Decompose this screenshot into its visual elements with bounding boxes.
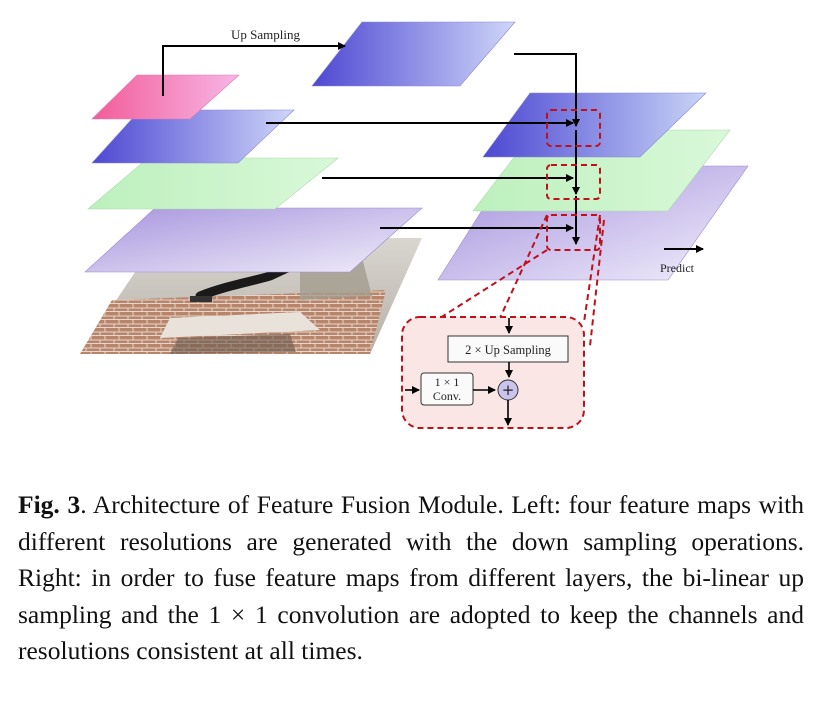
figure-label: Fig. 3 xyxy=(18,490,81,519)
conv-label-line1: 1 × 1 xyxy=(435,375,460,389)
feature-map-left-pink xyxy=(91,74,240,120)
conv-label-line2: Conv. xyxy=(433,389,461,403)
fusion-region-boxes xyxy=(546,109,601,251)
feature-map-left-lavender xyxy=(84,207,423,273)
feature-map-right-blue xyxy=(482,92,707,158)
feature-fusion-diagram: Up Sampling Predict 2 × Up Sampling 1 × … xyxy=(80,21,749,429)
fusion-detail-panel xyxy=(401,316,585,429)
feature-map-upsampled-top xyxy=(311,21,516,87)
up-sampling-down-arrow xyxy=(514,53,580,127)
predict-label: Predict xyxy=(660,261,695,275)
feature-map-left-green xyxy=(87,157,339,210)
feature-map-left-blue xyxy=(91,109,295,164)
up-sampling-2x-label: 2 × Up Sampling xyxy=(465,343,552,357)
conv-1x1-box xyxy=(420,372,474,406)
figure-caption: Fig. 3. Architecture of Feature Fusion M… xyxy=(18,487,804,670)
up-sampling-arrow xyxy=(162,42,346,96)
up-sampling-label: Up Sampling xyxy=(231,27,300,42)
up-sampling-2x-box xyxy=(447,335,569,363)
plus-symbol: + xyxy=(502,381,515,399)
caption-text: . Architecture of Feature Fusion Module.… xyxy=(18,490,804,665)
zoom-guide-lines xyxy=(439,214,605,347)
